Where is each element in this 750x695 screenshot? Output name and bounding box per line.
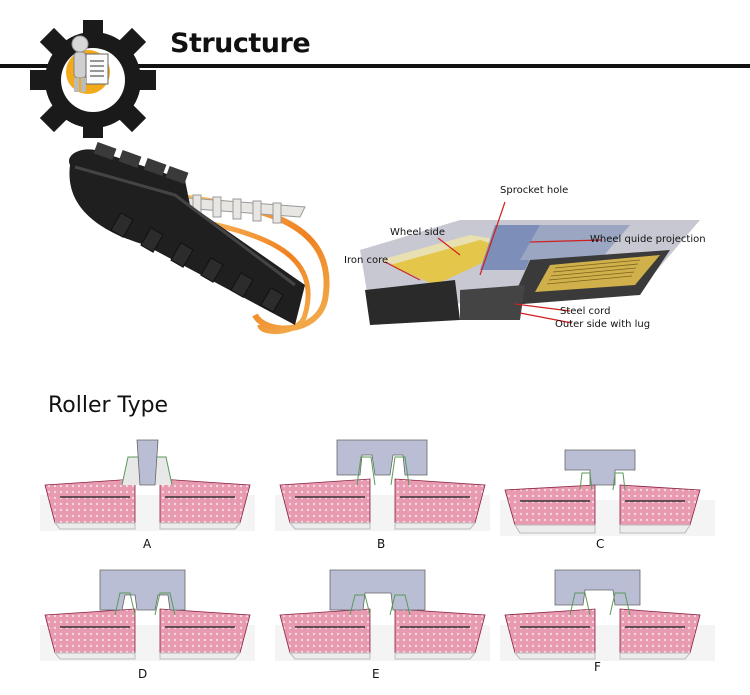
gear-icon: [30, 20, 156, 138]
roller-label-c: C: [596, 537, 605, 551]
roller-label-a: A: [143, 537, 152, 551]
roller-label-b: B: [377, 537, 386, 551]
callout-wheel-side: Wheel side: [390, 227, 445, 238]
roller-type-heading: Roller Type: [48, 393, 169, 418]
roller-label-f: F: [594, 660, 601, 674]
callout-outer-side-with-lug: Outer side with lug: [555, 319, 651, 330]
roller-diagram-e: [275, 569, 490, 661]
roller-label-d: D: [138, 667, 148, 681]
roller-diagram-b: [275, 439, 490, 531]
roller-diagram-d: [40, 569, 255, 661]
callout-steel-cord: Steel cord: [560, 306, 611, 317]
page-title: Structure: [170, 28, 311, 59]
roller-diagram-a: [40, 439, 255, 531]
track-cross-section: [360, 201, 700, 325]
header-rule: [0, 64, 750, 68]
person-clipboard-icon: [66, 35, 110, 94]
rubber-track-image: [69, 141, 330, 335]
callout-sprocket-hole: Sprocket hole: [500, 185, 569, 196]
roller-label-e: E: [372, 667, 380, 681]
roller-diagram-f: [500, 569, 715, 661]
roller-diagram-c: [500, 449, 715, 536]
callout-iron-core: Iron core: [344, 255, 389, 266]
callout-wheel-guide-projection: Wheel quide projection: [590, 234, 706, 245]
